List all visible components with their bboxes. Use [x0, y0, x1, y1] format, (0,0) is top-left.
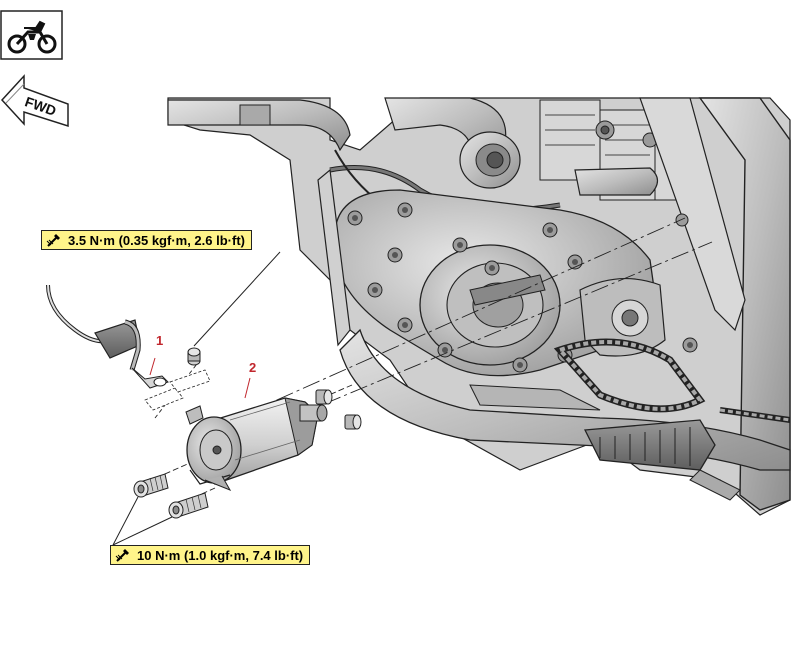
torque-spec-lead-nut-label: 3.5 N·m (0.35 kgf·m, 2.6 lb·ft) — [68, 232, 245, 248]
callout-leader-lines — [112, 251, 281, 546]
mounting-bolt-lower — [168, 492, 209, 519]
torque-spec-mounting-bolts: 10 N·m (1.0 kgf·m, 7.4 lb·ft) — [110, 545, 311, 565]
callout-number-1: 1 — [156, 333, 164, 348]
torque-wrench-icon — [115, 549, 129, 562]
torque-wrench-icon — [46, 234, 60, 247]
offroad-motorcycle-icon — [0, 10, 63, 60]
lead-nut — [187, 347, 201, 366]
o-ring-lower — [344, 414, 362, 430]
fwd-arrow-icon: FWD — [0, 74, 69, 128]
o-ring-upper — [315, 389, 333, 405]
torque-spec-lead-nut: 3.5 N·m (0.35 kgf·m, 2.6 lb·ft) — [41, 230, 252, 250]
torque-spec-mounting-bolts-label: 10 N·m (1.0 kgf·m, 7.4 lb·ft) — [137, 547, 304, 563]
starter-motor — [185, 397, 328, 491]
starter-motor-lead — [46, 284, 211, 411]
engine-assembly — [167, 97, 791, 516]
callout-number-2: 2 — [249, 360, 257, 375]
mounting-bolt-upper — [133, 473, 169, 498]
